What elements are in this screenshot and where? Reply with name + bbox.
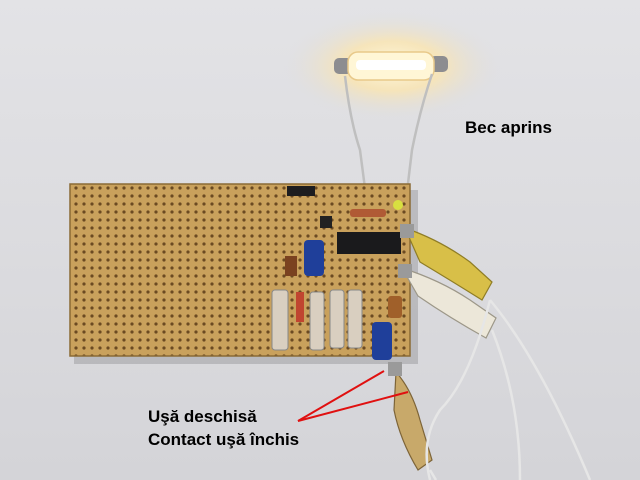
wire-4	[428, 469, 438, 480]
arrow-to-clip	[297, 391, 409, 422]
clip-yellow-bottom	[388, 362, 433, 471]
wire-3	[425, 299, 492, 480]
bulb-wire-left	[343, 75, 368, 197]
wire-1	[489, 299, 592, 480]
contact-closed-label: Contact uşă închis	[148, 430, 300, 449]
bulb-on-label: Bec aprins	[465, 118, 552, 137]
arrow-to-board	[297, 370, 385, 422]
wire-2	[490, 329, 522, 480]
door-open-label: Uşă deschisă	[148, 407, 257, 426]
bulb-wire-right	[404, 73, 434, 201]
components	[271, 186, 403, 360]
clip-white-middle	[398, 264, 497, 339]
festoon-bulb	[334, 51, 448, 81]
clip-yellow-top	[400, 224, 493, 301]
